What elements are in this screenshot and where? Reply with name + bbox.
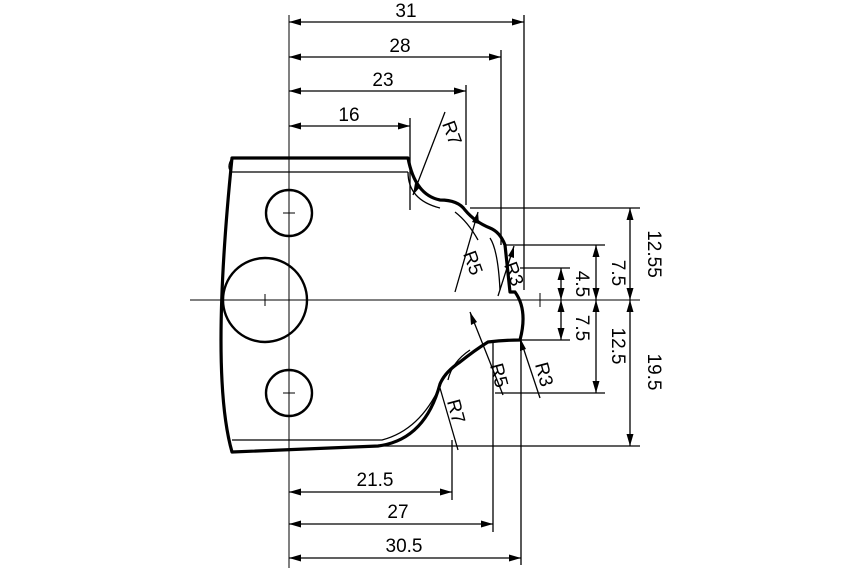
radius-r5-upper: R5: [458, 248, 486, 278]
extension-lines: [382, 15, 640, 565]
holes: [221, 188, 314, 418]
dim-7-5-upper: 7.5: [607, 260, 628, 286]
dim-28: 28: [389, 36, 410, 57]
bottom-dimensions: 21.5 27 30.5: [289, 470, 521, 562]
dim-31: 31: [395, 1, 416, 22]
part-outline: [219, 156, 525, 454]
dim-12-5: 12.5: [607, 328, 628, 365]
dim-16: 16: [338, 105, 359, 126]
dim-19-5: 19.5: [643, 354, 664, 391]
dim-21-5: 21.5: [357, 470, 394, 491]
dim-27: 27: [387, 502, 408, 523]
radius-r3-upper: R3: [499, 259, 527, 289]
dim-4-5: 4.5: [571, 271, 592, 297]
dim-23: 23: [372, 70, 393, 91]
radius-callouts: R7 R5 R3 R3 R5 R7: [412, 111, 557, 451]
dim-12-55: 12.55: [643, 230, 664, 278]
radius-r3-lower: R3: [530, 360, 557, 389]
radius-r7-lower: R7: [442, 397, 469, 426]
dim-7-5-lower: 7.5: [571, 315, 592, 341]
radius-r5-lower: R5: [485, 361, 512, 390]
dim-30-5: 30.5: [386, 536, 423, 557]
center-lines: [190, 15, 640, 568]
top-dimensions: 31 28 23 16: [289, 1, 524, 130]
right-dimensions: 12.55 7.5 4.5 7.5 12.5 19.5: [557, 208, 664, 446]
